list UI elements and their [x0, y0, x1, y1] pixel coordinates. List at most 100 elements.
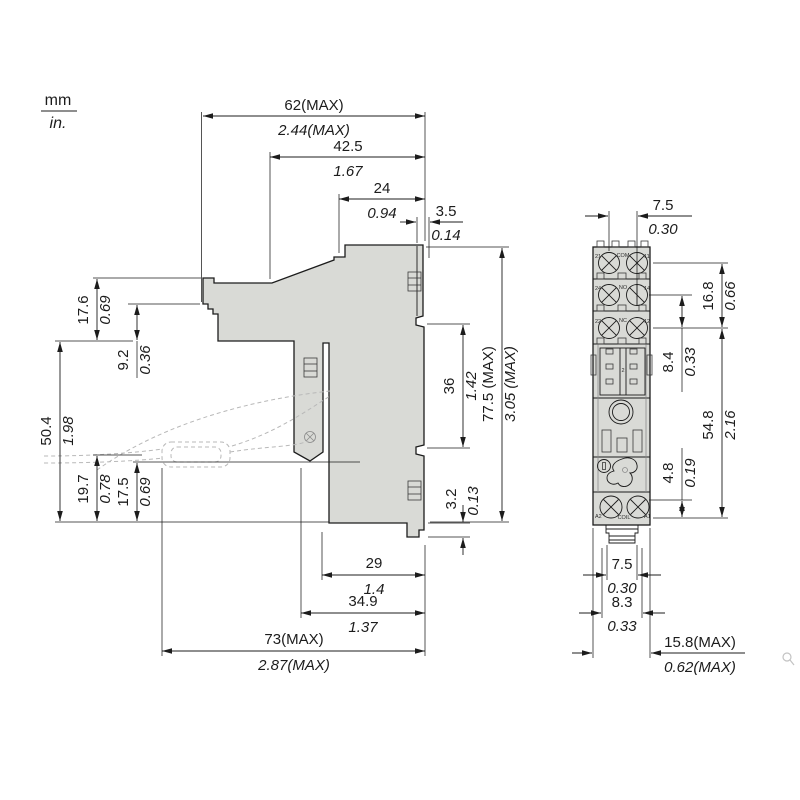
dim-36-in: 1.42: [463, 371, 480, 401]
plug-pin-label: 2: [621, 368, 624, 374]
dim-9-2-mm: 9.2: [115, 350, 132, 371]
screw: [598, 284, 620, 306]
dim-9-2-in: 0.36: [137, 345, 154, 375]
terminal-label-12: 12: [644, 319, 650, 325]
dim-15-8max: 15.8(MAX) 0.62(MAX): [572, 528, 745, 676]
dim-9-2: 9.2 0.36: [115, 303, 200, 378]
dim-4-8: 4.8 0.19: [649, 448, 699, 517]
pin-block: [605, 524, 639, 544]
dim-73max-in: 2.87(MAX): [257, 657, 330, 674]
screw: [598, 252, 620, 274]
side-view: 62(MAX) 2.44(MAX) 42.5 1.67 24 0.94 3.5 …: [38, 97, 519, 674]
dim-29-mm: 29: [366, 555, 383, 572]
dim-36-mm: 36: [441, 378, 458, 395]
units-mm-label: mm: [45, 92, 72, 109]
dim-50-4-mm: 50.4: [38, 416, 55, 445]
dim-17-6: 17.6 0.69: [55, 277, 201, 342]
dim-8-4-mm: 8.4: [660, 352, 677, 373]
dim-50-4-in: 1.98: [60, 416, 77, 446]
dim-24: 24 0.94: [338, 180, 425, 253]
dim-3-2: 3.2 0.13: [428, 486, 482, 555]
mounting-hole-section: [601, 399, 643, 453]
dim-29: 29 1.4: [321, 532, 426, 656]
side-profile-outline: [202, 244, 425, 538]
dim-4-8-in: 0.19: [682, 458, 699, 488]
dim-77-5max: 77.5 (MAX) 3.05 (MAX): [426, 246, 519, 523]
terminal-labels: 21 COM 11 24 NO 14 22 NC 12 A2 COIL A1: [595, 253, 651, 521]
terminal-label-no: NO: [619, 285, 628, 291]
terminal-label-coil: COIL: [618, 515, 631, 521]
terminal-label-a2: A2: [595, 514, 602, 520]
dim-54-8-mm: 54.8: [700, 410, 717, 439]
dim-16-8: 16.8 0.66: [653, 262, 739, 329]
units-legend: mm in.: [41, 92, 77, 132]
screw: [599, 495, 623, 519]
dim-73max: 73(MAX) 2.87(MAX): [161, 468, 425, 674]
dim-8-4-in: 0.33: [682, 347, 699, 377]
dim-34-9: 34.9 1.37: [300, 468, 425, 636]
dim-62max-mm: 62(MAX): [284, 97, 343, 114]
dim-17-5: 17.5 0.69: [115, 461, 360, 521]
latch-hook-shape: [606, 457, 638, 487]
dim-54-8-in: 2.16: [722, 410, 739, 441]
terminal-label-a1: A1: [644, 514, 651, 520]
front-body-outline: [592, 246, 651, 526]
dim-16-8-in: 0.66: [722, 281, 739, 311]
dim-4-8-mm: 4.8: [660, 463, 677, 484]
dim-15-8max-mm: 15.8(MAX): [664, 634, 736, 651]
dim-34-9-in: 1.37: [348, 619, 378, 636]
dim-17-6-in: 0.69: [97, 295, 114, 325]
terminal-label-21: 21: [595, 254, 601, 260]
dim-62max: 62(MAX) 2.44(MAX): [201, 97, 426, 302]
dim-24-mm: 24: [374, 180, 391, 197]
dim-42-5: 42.5 1.67: [269, 138, 425, 279]
magnifier-cursor-icon: [782, 652, 795, 666]
front-view: 21 COM 11 24 NO 14 22 NC 12 A2 COIL A1 2: [572, 197, 745, 676]
dim-73max-mm: 73(MAX): [264, 631, 323, 648]
dim-17-6-mm: 17.6: [75, 295, 92, 324]
dim-77-5max-mm: 77.5 (MAX): [480, 346, 497, 422]
screw: [626, 317, 648, 339]
dim-34-9-mm: 34.9: [348, 593, 377, 610]
dim-7-5-top-in: 0.30: [648, 221, 678, 238]
dim-7-5-top-mm: 7.5: [653, 197, 674, 214]
dim-7-5-bottom-in: 0.30: [607, 580, 637, 597]
dim-7-5-top: 7.5 0.30: [585, 197, 692, 297]
dim-3-5-in: 0.14: [431, 227, 460, 244]
dim-29-in: 1.4: [364, 581, 385, 598]
terminal-label-24: 24: [595, 286, 601, 292]
dim-8-3: 8.3 0.33: [579, 548, 665, 635]
dim-42-5-in: 1.67: [333, 163, 363, 180]
terminal-screws: [598, 252, 650, 519]
latch-section: [597, 457, 638, 487]
dim-7-5-bottom-mm: 7.5: [612, 556, 633, 573]
terminal-label-14: 14: [644, 286, 650, 292]
dim-54-8: 54.8 2.16: [653, 329, 739, 519]
dim-8-3-mm: 8.3: [612, 594, 633, 611]
units-in-label: in.: [50, 115, 67, 132]
terminal-label-22: 22: [595, 319, 601, 325]
dim-36: 36 1.42: [427, 323, 480, 449]
front-top-tabs: [596, 240, 649, 248]
dim-50-4: 50.4 1.98: [38, 342, 329, 523]
dim-17-5-mm: 17.5: [115, 477, 132, 506]
dim-16-8-mm: 16.8: [700, 281, 717, 310]
dim-3-5: 3.5 0.14: [400, 203, 463, 258]
dim-62max-in: 2.44(MAX): [277, 122, 350, 139]
dim-3-2-in: 0.13: [465, 486, 482, 516]
dim-15-8max-in: 0.62(MAX): [664, 659, 736, 676]
dim-3-5-mm: 3.5: [436, 203, 457, 220]
dim-3-2-mm: 3.2: [443, 489, 460, 510]
dim-19-7-mm: 19.7: [75, 474, 92, 503]
lever-pivot: [304, 431, 316, 443]
dim-19-7-in: 0.78: [97, 474, 114, 504]
plug-window: 2: [590, 347, 653, 396]
dim-77-5max-in: 3.05 (MAX): [502, 346, 519, 422]
dim-17-5-in: 0.69: [137, 477, 154, 507]
dim-19-7: 19.7 0.78: [75, 454, 142, 521]
front-separator-tabs: [596, 272, 647, 345]
dim-8-4: 8.4 0.33: [649, 294, 699, 392]
side-screw-slots: [303, 271, 422, 501]
screw: [626, 495, 650, 519]
